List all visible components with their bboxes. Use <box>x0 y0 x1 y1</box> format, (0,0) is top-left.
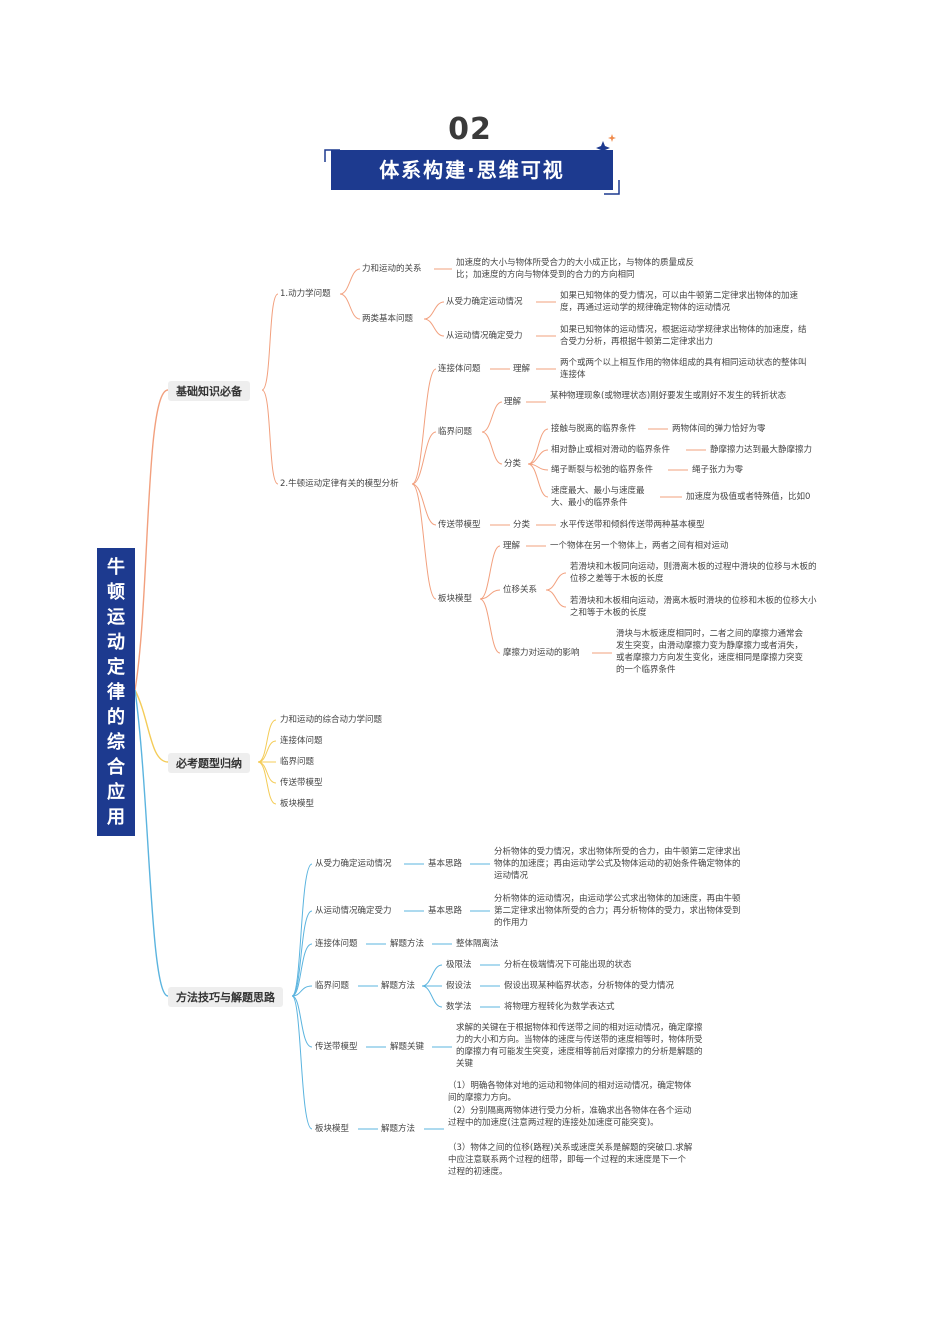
node-critical-understand: 理解 <box>504 397 522 407</box>
node-critical-classify: 分类 <box>504 459 522 469</box>
method-critical: 临界问题 <box>315 981 350 991</box>
node-connected-understand: 理解 <box>513 364 531 374</box>
node-critical-c2: 相对静止或相对滑动的临界条件 <box>551 445 671 455</box>
method-force-to-motion: 从受力确定运动情况 <box>315 859 392 869</box>
text-conveyor: 水平传送带和倾斜传送带两种基本模型 <box>560 520 705 530</box>
text-critical-c4: 加速度为极值或者特殊值，比如0 <box>686 492 811 502</box>
method-motion-to-force: 从运动情况确定受力 <box>315 906 392 916</box>
node-force-motion: 力和运动的关系 <box>362 264 422 274</box>
text-method-plank-3: （3）物体之间的位移(路程)关系或速度关系是解题的突破口.求解中应注意联系两个过… <box>448 1143 693 1177</box>
question-type-2: 连接体问题 <box>280 736 323 746</box>
method-critical-e2: 假设法 <box>446 981 472 991</box>
branch-basic-knowledge: 基础知识必备 <box>168 381 250 401</box>
method-connected-sub: 解题方法 <box>390 939 425 949</box>
method-critical-sub: 解题方法 <box>381 981 416 991</box>
text-plank-understand: 一个物体在另一个物体上，两者之间有相对运动 <box>550 541 729 551</box>
root-label: 牛顿运动定律的综合应用 <box>107 556 125 828</box>
text-method-plank-1: （1）明确各物体对地的运动和物体间的相对运动情况，确定物体间的摩擦力方向。 <box>448 1081 692 1103</box>
node-force-to-motion: 从受力确定运动情况 <box>446 297 523 307</box>
method-plank-sub: 解题方法 <box>381 1124 416 1134</box>
text-connected: 两个或两个以上相互作用的物体组成的具有相同运动状态的整体叫连接体 <box>560 358 807 380</box>
node-critical-c4: 速度最大、最小与速度最大、最小的临界条件 <box>551 486 645 508</box>
text-critical-understand: 某种物理现象(或物理状态)刚好要发生或刚好不发生的转折状态 <box>550 391 787 401</box>
text-method-critical-e1: 分析在极端情况下可能出现的状态 <box>504 960 632 970</box>
text-plank-d1: 若滑块和木板同向运动，则滑离木板的过程中滑块的位移与木板的位移之差等于木板的长度 <box>570 562 817 584</box>
method-critical-e1: 极限法 <box>446 960 472 970</box>
node-two-types: 两类基本问题 <box>362 314 414 324</box>
method-motion-to-force-sub: 基本思路 <box>428 906 463 916</box>
node-dynamics: 1.动力学问题 <box>280 289 331 299</box>
text-force-to-motion: 如果已知物体的受力情况，可以由牛顿第二定律求出物体的加速度，再通过运动学的规律确… <box>560 291 799 313</box>
branch-question-types: 必考题型归纳 <box>168 753 250 773</box>
method-conveyor: 传送带模型 <box>315 1042 358 1052</box>
section-title-banner: 体系构建·思维可视 <box>331 150 613 190</box>
method-critical-e3: 数学法 <box>446 1002 472 1012</box>
node-critical: 临界问题 <box>438 427 473 437</box>
question-type-5: 板块模型 <box>280 799 315 809</box>
node-critical-c1: 接触与脱离的临界条件 <box>551 424 637 434</box>
node-motion-to-force: 从运动情况确定受力 <box>446 331 523 341</box>
node-conveyor: 传送带模型 <box>438 520 481 530</box>
text-motion-to-force: 如果已知物体的运动情况，根据运动学规律求出物体的加速度，结合受力分析，再根据牛顿… <box>560 325 807 347</box>
text-method-plank-2: （2）分别隔离两物体进行受力分析，准确求出各物体在各个运动过程中的加速度(注意两… <box>448 1106 692 1128</box>
node-critical-c3: 绳子断裂与松弛的临界条件 <box>551 465 654 475</box>
node-connected: 连接体问题 <box>438 364 481 374</box>
node-plank-friction: 摩擦力对运动的影响 <box>503 648 580 658</box>
method-force-to-motion-sub: 基本思路 <box>428 859 463 869</box>
text-plank-d2: 若滑块和木板相向运动，滑离木板时滑块的位移和木板的位移大小之和等于木板的长度 <box>570 596 817 618</box>
node-conveyor-classify: 分类 <box>513 520 531 530</box>
branch-methods: 方法技巧与解题思路 <box>168 987 283 1007</box>
sparkle-icon <box>596 141 610 155</box>
text-method-force-to-motion: 分析物体的受力情况，求出物体所受的合力，由牛顿第二定律求出物体的加速度；再由运动… <box>494 847 741 881</box>
node-plank: 板块模型 <box>438 594 473 604</box>
node-plank-understand: 理解 <box>503 541 521 551</box>
text-method-conveyor: 求解的关键在于根据物体和传送带之间的相对运动情况，确定摩擦力的大小和方向。当物体… <box>456 1023 703 1069</box>
method-plank: 板块模型 <box>315 1124 350 1134</box>
root-node: 牛顿运动定律的综合应用 <box>97 548 135 836</box>
section-number: 02 <box>448 112 492 147</box>
text-force-motion: 加速度的大小与物体所受合力的大小成正比，与物体的质量成反比；加速度的方向与物体受… <box>456 258 695 280</box>
text-critical-c3: 绳子张力为零 <box>692 465 744 475</box>
text-method-connected: 整体隔离法 <box>456 939 499 949</box>
node-models: 2.牛顿运动定律有关的模型分析 <box>280 479 399 489</box>
method-connected: 连接体问题 <box>315 939 358 949</box>
question-type-4: 传送带模型 <box>280 778 323 788</box>
method-conveyor-sub: 解题关键 <box>390 1042 425 1052</box>
text-method-critical-e3: 将物理方程转化为数学表达式 <box>504 1002 615 1012</box>
text-critical-c1: 两物体间的弹力恰好为零 <box>672 424 766 434</box>
node-plank-displacement: 位移关系 <box>503 585 538 595</box>
text-plank-friction: 滑块与木板速度相同时，二者之间的摩擦力通常会发生突变，由滑动摩擦力变为静摩擦力或… <box>616 629 804 675</box>
text-method-motion-to-force: 分析物体的运动情况，由运动学公式求出物体的加速度，再由牛顿第二定律求出物体所受的… <box>494 894 741 928</box>
small-sparkle-icon <box>608 134 616 142</box>
question-type-3: 临界问题 <box>280 757 315 767</box>
text-critical-c2: 静摩擦力达到最大静摩擦力 <box>710 445 813 455</box>
text-method-critical-e2: 假设出现某种临界状态，分析物体的受力情况 <box>504 981 675 991</box>
question-type-1: 力和运动的综合动力学问题 <box>280 715 383 725</box>
